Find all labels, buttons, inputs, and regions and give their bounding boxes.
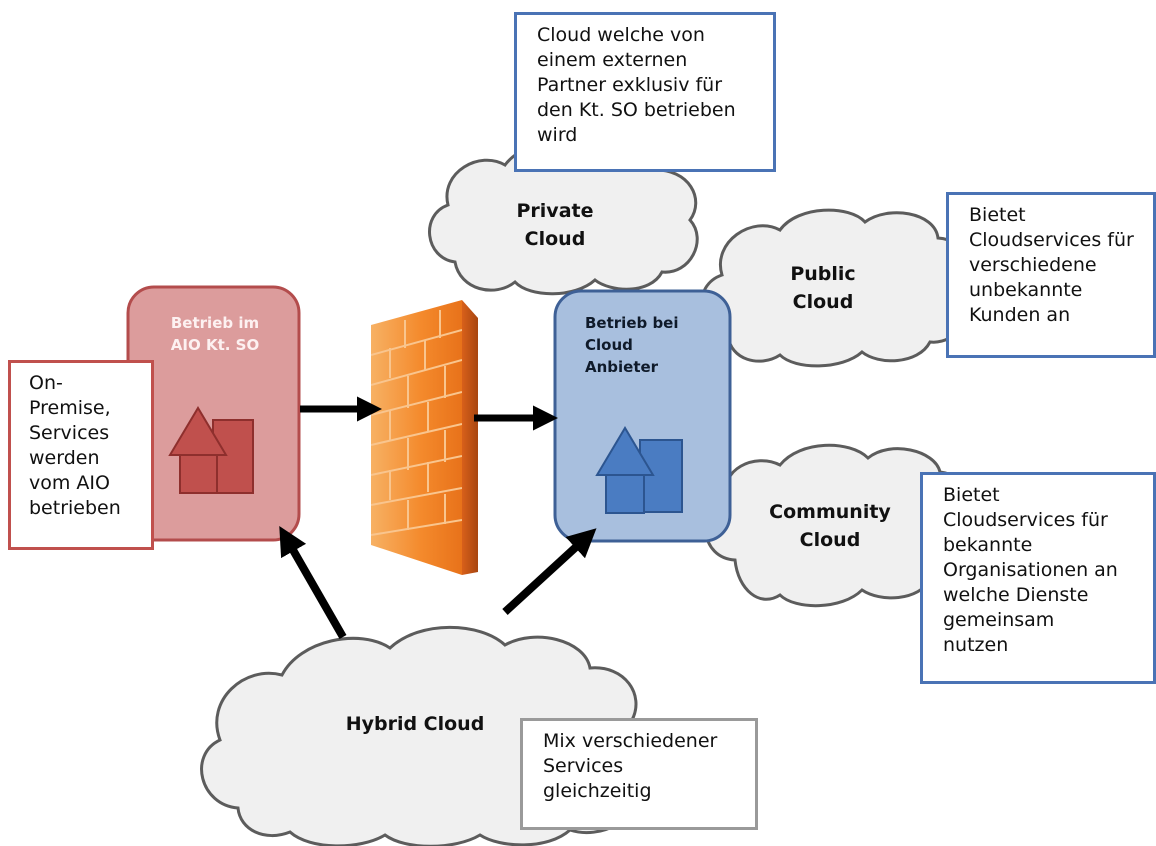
onprem-box-title: Betrieb im AIO Kt. SO [170,314,260,354]
hybrid-cloud-label: Hybrid Cloud [345,713,485,735]
arrow-hybrid-to-onprem [279,526,347,639]
public-cloud-label: Public Cloud [790,263,856,313]
community-cloud-note: Bietet Cloudservices für bekannte Organi… [920,472,1156,684]
private-cloud-label: Private Cloud [516,200,594,250]
public-cloud-note: Bietet Cloudservices für verschiedene un… [946,192,1156,358]
private-cloud-shape [428,143,699,296]
hybrid-cloud-note: Mix verschiedener Services gleichzeitig [520,718,758,830]
house-icon [595,426,683,514]
private-cloud-note: Cloud welche von einem externen Partner … [514,12,776,172]
onprem-note: On- Premise, Services werden vom AIO bet… [8,360,154,550]
community-cloud-label: Community Cloud [769,501,891,551]
arrow-hybrid-to-provider [502,528,597,615]
house-icon [168,406,254,494]
firewall-icon [371,300,478,575]
provider-box-title: Betrieb bei Cloud Anbieter [585,314,679,376]
